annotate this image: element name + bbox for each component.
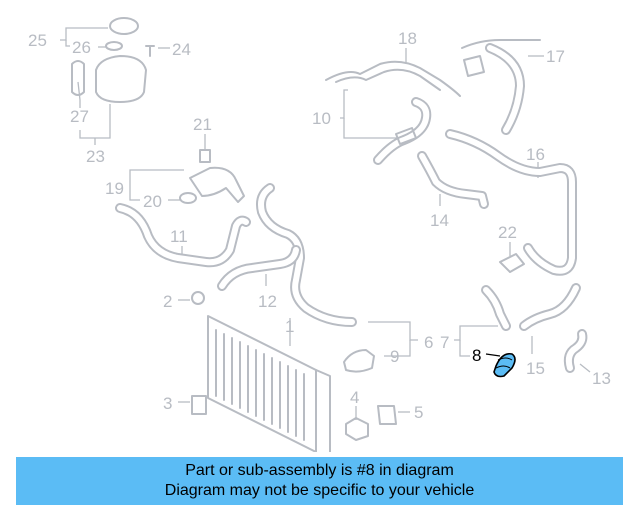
leader-lines: [60, 27, 591, 420]
bracket-3[interactable]: [191, 395, 207, 415]
bolt-24[interactable]: [145, 45, 155, 57]
label-14[interactable]: 14: [430, 211, 449, 230]
label-17[interactable]: 17: [546, 47, 565, 66]
radiator: [191, 315, 331, 452]
radiator-core[interactable]: [207, 315, 317, 452]
hoses-top-right: [325, 39, 541, 165]
label-7[interactable]: 7: [440, 333, 449, 352]
label-11[interactable]: 11: [170, 227, 188, 246]
label-13[interactable]: 13: [592, 369, 611, 388]
label-18[interactable]: 18: [398, 29, 417, 48]
sensor-21[interactable]: [199, 149, 211, 163]
label-4[interactable]: 4: [350, 388, 359, 407]
bracket-2[interactable]: [191, 291, 205, 305]
label-10[interactable]: 10: [312, 109, 331, 128]
callout-labels: 25 26 24 18 17 27 23 10 21 16 19 20 14 2…: [28, 29, 611, 422]
seal-20[interactable]: [179, 192, 197, 204]
sensor-4[interactable]: [345, 417, 369, 441]
label-21[interactable]: 21: [193, 115, 212, 134]
hose-16[interactable]: [445, 129, 577, 276]
label-6[interactable]: 6: [424, 333, 433, 352]
label-26[interactable]: 26: [72, 38, 91, 57]
label-23[interactable]: 23: [86, 147, 105, 166]
thermostat-housing[interactable]: [189, 166, 245, 203]
hoses-bottom-right: [343, 283, 588, 441]
plug-5[interactable]: [377, 405, 397, 425]
label-19[interactable]: 19: [105, 179, 124, 198]
label-20[interactable]: 20: [143, 192, 162, 211]
part-8-highlight[interactable]: [493, 352, 516, 378]
label-15[interactable]: 15: [526, 359, 545, 378]
label-16[interactable]: 16: [526, 145, 545, 164]
cap-seal[interactable]: [105, 41, 123, 51]
label-27[interactable]: 27: [70, 107, 89, 126]
label-25[interactable]: 25: [28, 31, 47, 50]
hose-8[interactable]: [493, 352, 516, 378]
hoses-mid-right: [417, 129, 577, 276]
label-8[interactable]: 8: [472, 346, 481, 365]
hose-18[interactable]: [325, 60, 461, 97]
radiator-tank[interactable]: [315, 369, 331, 452]
banner-line-1: Part or sub-assembly is #8 in diagram: [185, 462, 454, 479]
label-3[interactable]: 3: [163, 394, 172, 413]
hoses-left: [115, 183, 357, 327]
hose-17-top[interactable]: [461, 39, 541, 49]
reservoir-group: [71, 17, 155, 103]
thermostat-group: [179, 149, 245, 204]
coolant-reservoir[interactable]: [95, 55, 147, 103]
label-22[interactable]: 22: [498, 223, 517, 242]
reservoir-hose[interactable]: [71, 60, 85, 96]
label-5[interactable]: 5: [414, 403, 423, 422]
parts-diagram: 25 26 24 18 17 27 23 10 21 16 19 20 14 2…: [28, 17, 611, 452]
banner-line-2: Diagram may not be specific to your vehi…: [164, 482, 475, 499]
reservoir-cap[interactable]: [109, 17, 139, 35]
flange-9[interactable]: [343, 349, 375, 373]
label-2[interactable]: 2: [163, 292, 172, 311]
fitting-22[interactable]: [499, 253, 525, 273]
info-banner: Part or sub-assembly is #8 in diagram Di…: [16, 457, 623, 505]
label-24[interactable]: 24: [172, 40, 191, 59]
label-12[interactable]: 12: [258, 292, 277, 311]
